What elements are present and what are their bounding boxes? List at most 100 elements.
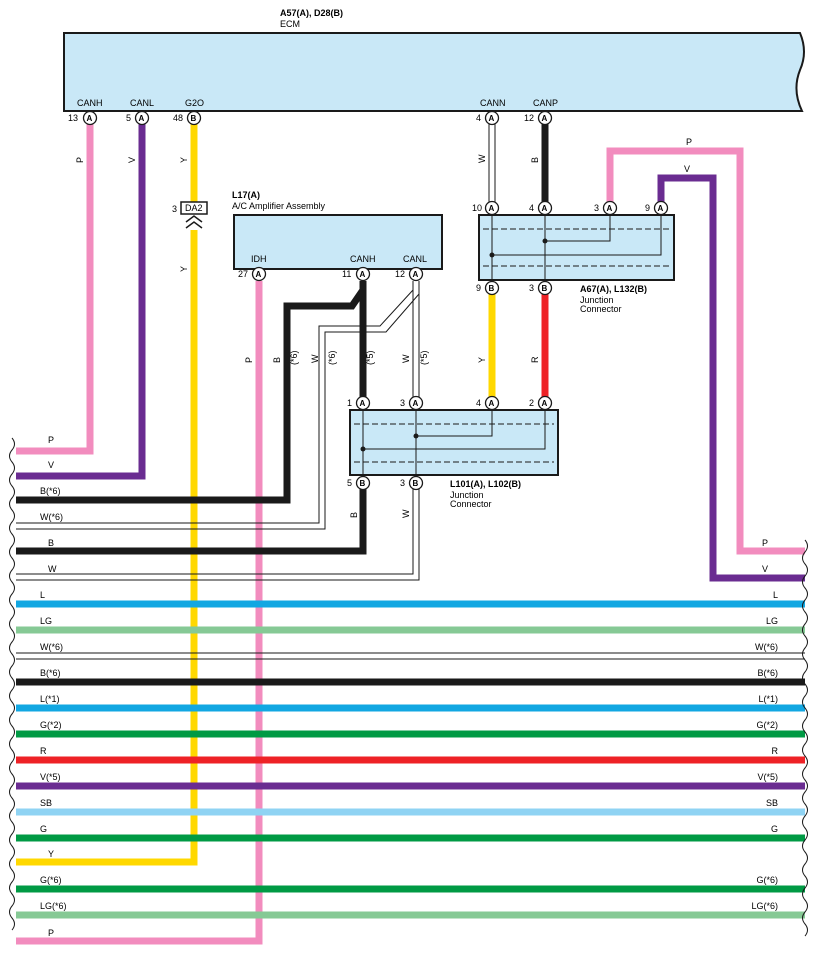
svg-text:A: A bbox=[139, 114, 145, 123]
svg-text:12: 12 bbox=[395, 269, 405, 279]
vlabel-ac-b6-note: (*6) bbox=[289, 350, 299, 365]
vlabel-ecm-canp: B bbox=[530, 157, 540, 163]
svg-text:A: A bbox=[360, 270, 366, 279]
ecm-pin-label-g2o: G2O bbox=[185, 98, 204, 108]
bus-left-label-through-0: L bbox=[40, 590, 45, 600]
wire-ac-canh-b6 bbox=[16, 288, 366, 504]
jc-l101-pin-1a: 1 A bbox=[347, 395, 371, 411]
ac-pin-label-canl: CANL bbox=[403, 254, 427, 264]
ecm-pin-label-canl: CANL bbox=[130, 98, 154, 108]
vlabel-ac-w6-note: (*6) bbox=[327, 350, 337, 365]
bus-left-label-through2-1: LG(*6) bbox=[40, 901, 67, 911]
wire-ecm-canh-p bbox=[16, 124, 94, 455]
jc-l101-name1: Junction bbox=[450, 490, 484, 500]
svg-text:9: 9 bbox=[645, 203, 650, 213]
vlabel-ecm-canl: V bbox=[127, 157, 137, 163]
vlabel-jc-y: Y bbox=[477, 357, 487, 363]
junction-connector-a67: A67(A), L132(B) Junction Connector bbox=[478, 214, 675, 314]
bus-left-label-b: B bbox=[48, 538, 54, 548]
svg-text:A: A bbox=[413, 399, 419, 408]
svg-text:B: B bbox=[360, 479, 366, 488]
da2-pin-num: 3 bbox=[172, 204, 177, 214]
bus-left-label-through-8: SB bbox=[40, 798, 52, 808]
da2-label: DA2 bbox=[185, 203, 203, 213]
wire-ecm-cann-w bbox=[488, 124, 496, 202]
svg-text:5: 5 bbox=[347, 478, 352, 488]
svg-text:A: A bbox=[87, 114, 93, 123]
ac-pin-label-idh: IDH bbox=[251, 254, 267, 264]
svg-text:B: B bbox=[542, 284, 548, 293]
ac-pin-canh: 11 A bbox=[342, 266, 371, 282]
ecm-component: A57(A), D28(B) ECM CANH CANL G2O CANN CA… bbox=[63, 8, 805, 112]
svg-text:3: 3 bbox=[594, 203, 599, 213]
svg-text:2: 2 bbox=[529, 398, 534, 408]
bus-left-label-p: P bbox=[48, 435, 54, 445]
wire-jc-p-right bbox=[606, 147, 805, 555]
ecm-pin-label-canh: CANH bbox=[77, 98, 103, 108]
jc-a67-code: A67(A), L132(B) bbox=[580, 284, 647, 294]
ecm-pin-g2o: 48 B bbox=[173, 110, 202, 126]
bus-right-label-p: P bbox=[762, 538, 768, 548]
svg-text:3: 3 bbox=[400, 398, 405, 408]
wire-ac-canl-w bbox=[412, 281, 420, 397]
bus-right-label-through2-1: LG(*6) bbox=[751, 901, 778, 911]
vertical-wire-labels: P V Y Y W B P B (*6) W (*6) (*5) W (*5) … bbox=[75, 154, 540, 518]
wire-da2-y bbox=[16, 230, 198, 866]
bus-left-label-w: W bbox=[48, 564, 57, 574]
vlabel-ac-idh: P bbox=[244, 357, 254, 363]
vlabel-ac-canl: W bbox=[401, 354, 411, 363]
wire-ac-canl-w6 bbox=[16, 289, 420, 530]
bus-right-label-through-6: R bbox=[772, 746, 779, 756]
jc-l101-pin-4a: 4 A bbox=[476, 395, 500, 411]
ecm-name: ECM bbox=[280, 19, 300, 29]
jc-l101-code: L101(A), L102(B) bbox=[450, 479, 521, 489]
jc-a67-pin-10a: 10 A bbox=[472, 200, 500, 216]
vlabel-ac-w6: W bbox=[310, 354, 320, 363]
svg-text:A: A bbox=[658, 204, 664, 213]
ac-amplifier-component: L17(A) A/C Amplifier Assembly IDH CANH C… bbox=[232, 190, 443, 270]
bus-left-label-w6: W(*6) bbox=[40, 512, 63, 522]
bus-right-label-through-8: SB bbox=[766, 798, 778, 808]
svg-text:A: A bbox=[542, 399, 548, 408]
bus-right-label-through-3: B(*6) bbox=[757, 668, 778, 678]
vlabel-ac-canl-note: (*5) bbox=[419, 350, 429, 365]
bus-right-label-through-9: G bbox=[771, 824, 778, 834]
ecm-pin-canl: 5 A bbox=[126, 110, 150, 126]
bus-left-label-v: V bbox=[48, 460, 54, 470]
ecm-pin-canp: 12 A bbox=[524, 110, 553, 126]
vlabel-da2-y: Y bbox=[179, 266, 189, 272]
jc-a67-name1: Junction bbox=[580, 295, 614, 305]
bus-right-label-through-2: W(*6) bbox=[755, 642, 778, 652]
vlabel-ecm-cann: W bbox=[477, 154, 487, 163]
jc-l101-pin-3b: 3 B bbox=[400, 475, 424, 491]
jc-l101-pin-2a: 2 A bbox=[529, 395, 553, 411]
svg-text:A: A bbox=[489, 399, 495, 408]
svg-text:48: 48 bbox=[173, 113, 183, 123]
vlabel-ac-canh-note: (*5) bbox=[365, 350, 375, 365]
jc-a67-pin-3b: 3 B bbox=[529, 280, 553, 296]
svg-text:10: 10 bbox=[472, 203, 482, 213]
ac-pin-idh: 27 A bbox=[238, 266, 267, 282]
bus-right-label-through-5: G(*2) bbox=[756, 720, 778, 730]
svg-text:11: 11 bbox=[342, 269, 351, 279]
svg-text:A: A bbox=[489, 204, 495, 213]
ac-pin-canl: 12 A bbox=[395, 266, 424, 282]
bus-left-label-p-last: P bbox=[48, 928, 54, 938]
jc-a67-pin-9a: 9 A bbox=[645, 200, 669, 216]
wire-l101-b bbox=[16, 489, 367, 555]
svg-text:A: A bbox=[360, 399, 366, 408]
da2-connector: 3 DA2 bbox=[172, 201, 208, 229]
jc-a67-pin-4a: 4 A bbox=[529, 200, 553, 216]
label-jc-v-top: V bbox=[684, 164, 690, 174]
svg-text:27: 27 bbox=[238, 269, 248, 279]
svg-text:4: 4 bbox=[476, 113, 481, 123]
vlabel-l101-b: B bbox=[349, 512, 359, 518]
vlabel-ecm-canh: P bbox=[75, 157, 85, 163]
wire-ecm-canl-v bbox=[16, 124, 146, 480]
bus-right-label-through-0: L bbox=[773, 590, 778, 600]
vlabel-l101-w: W bbox=[401, 509, 411, 518]
svg-text:B: B bbox=[191, 114, 197, 123]
svg-text:A: A bbox=[489, 114, 495, 123]
